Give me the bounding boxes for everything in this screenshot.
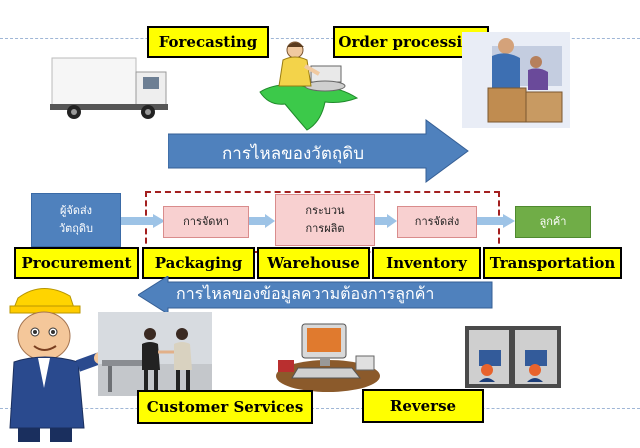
supplier-box: ผู้จัดส่ง วัตถุดิบ — [31, 193, 121, 247]
customer-box: ลูกค้า — [515, 206, 591, 238]
connector-arrow-4 — [477, 214, 515, 228]
inventory-label: Inventory — [372, 247, 481, 279]
connector-arrow-2 — [249, 214, 275, 228]
production-box: กระบวน การผลิต — [275, 194, 375, 246]
distribution-box: การจัดส่ง — [397, 206, 477, 238]
truck-icon — [50, 57, 168, 119]
production-line-2: การผลิต — [305, 222, 345, 235]
production-line-1: กระบวน — [305, 204, 345, 218]
call-center-icon — [465, 326, 561, 388]
top-dashed-line — [0, 38, 640, 39]
material-flow-arrow — [168, 119, 469, 183]
order-processing-workers-icon — [462, 32, 570, 128]
forecasting-label: Forecasting — [147, 26, 269, 58]
bottom-dashed-line — [0, 408, 640, 409]
forecasting-worker-icon — [259, 41, 359, 131]
connector-arrow-3 — [375, 214, 397, 228]
computer-workstation-icon — [276, 323, 380, 392]
transportation-label: Transportation — [483, 247, 622, 279]
packaging-label: Packaging — [142, 247, 255, 279]
engineer-mascot-icon — [9, 288, 104, 442]
information-flow-text: การไหลของข้อมูลความต้องการลูกค้า — [176, 284, 435, 303]
supplier-line-2: วัตถุดิบ — [58, 222, 94, 235]
customer-service-people-icon — [98, 312, 212, 396]
procurement-label: Procurement — [14, 247, 139, 279]
reverse-label: Reverse — [362, 389, 484, 423]
connector-arrow-1 — [121, 214, 165, 228]
supplier-line-1: ผู้จัดส่ง — [59, 204, 93, 218]
procurement-box: การจัดหา — [163, 206, 249, 238]
material-flow-text: การไหลของวัตถุดิบ — [222, 144, 364, 164]
warehouse-label: Warehouse — [257, 247, 370, 279]
customer-services-label: Customer Services — [137, 390, 313, 424]
